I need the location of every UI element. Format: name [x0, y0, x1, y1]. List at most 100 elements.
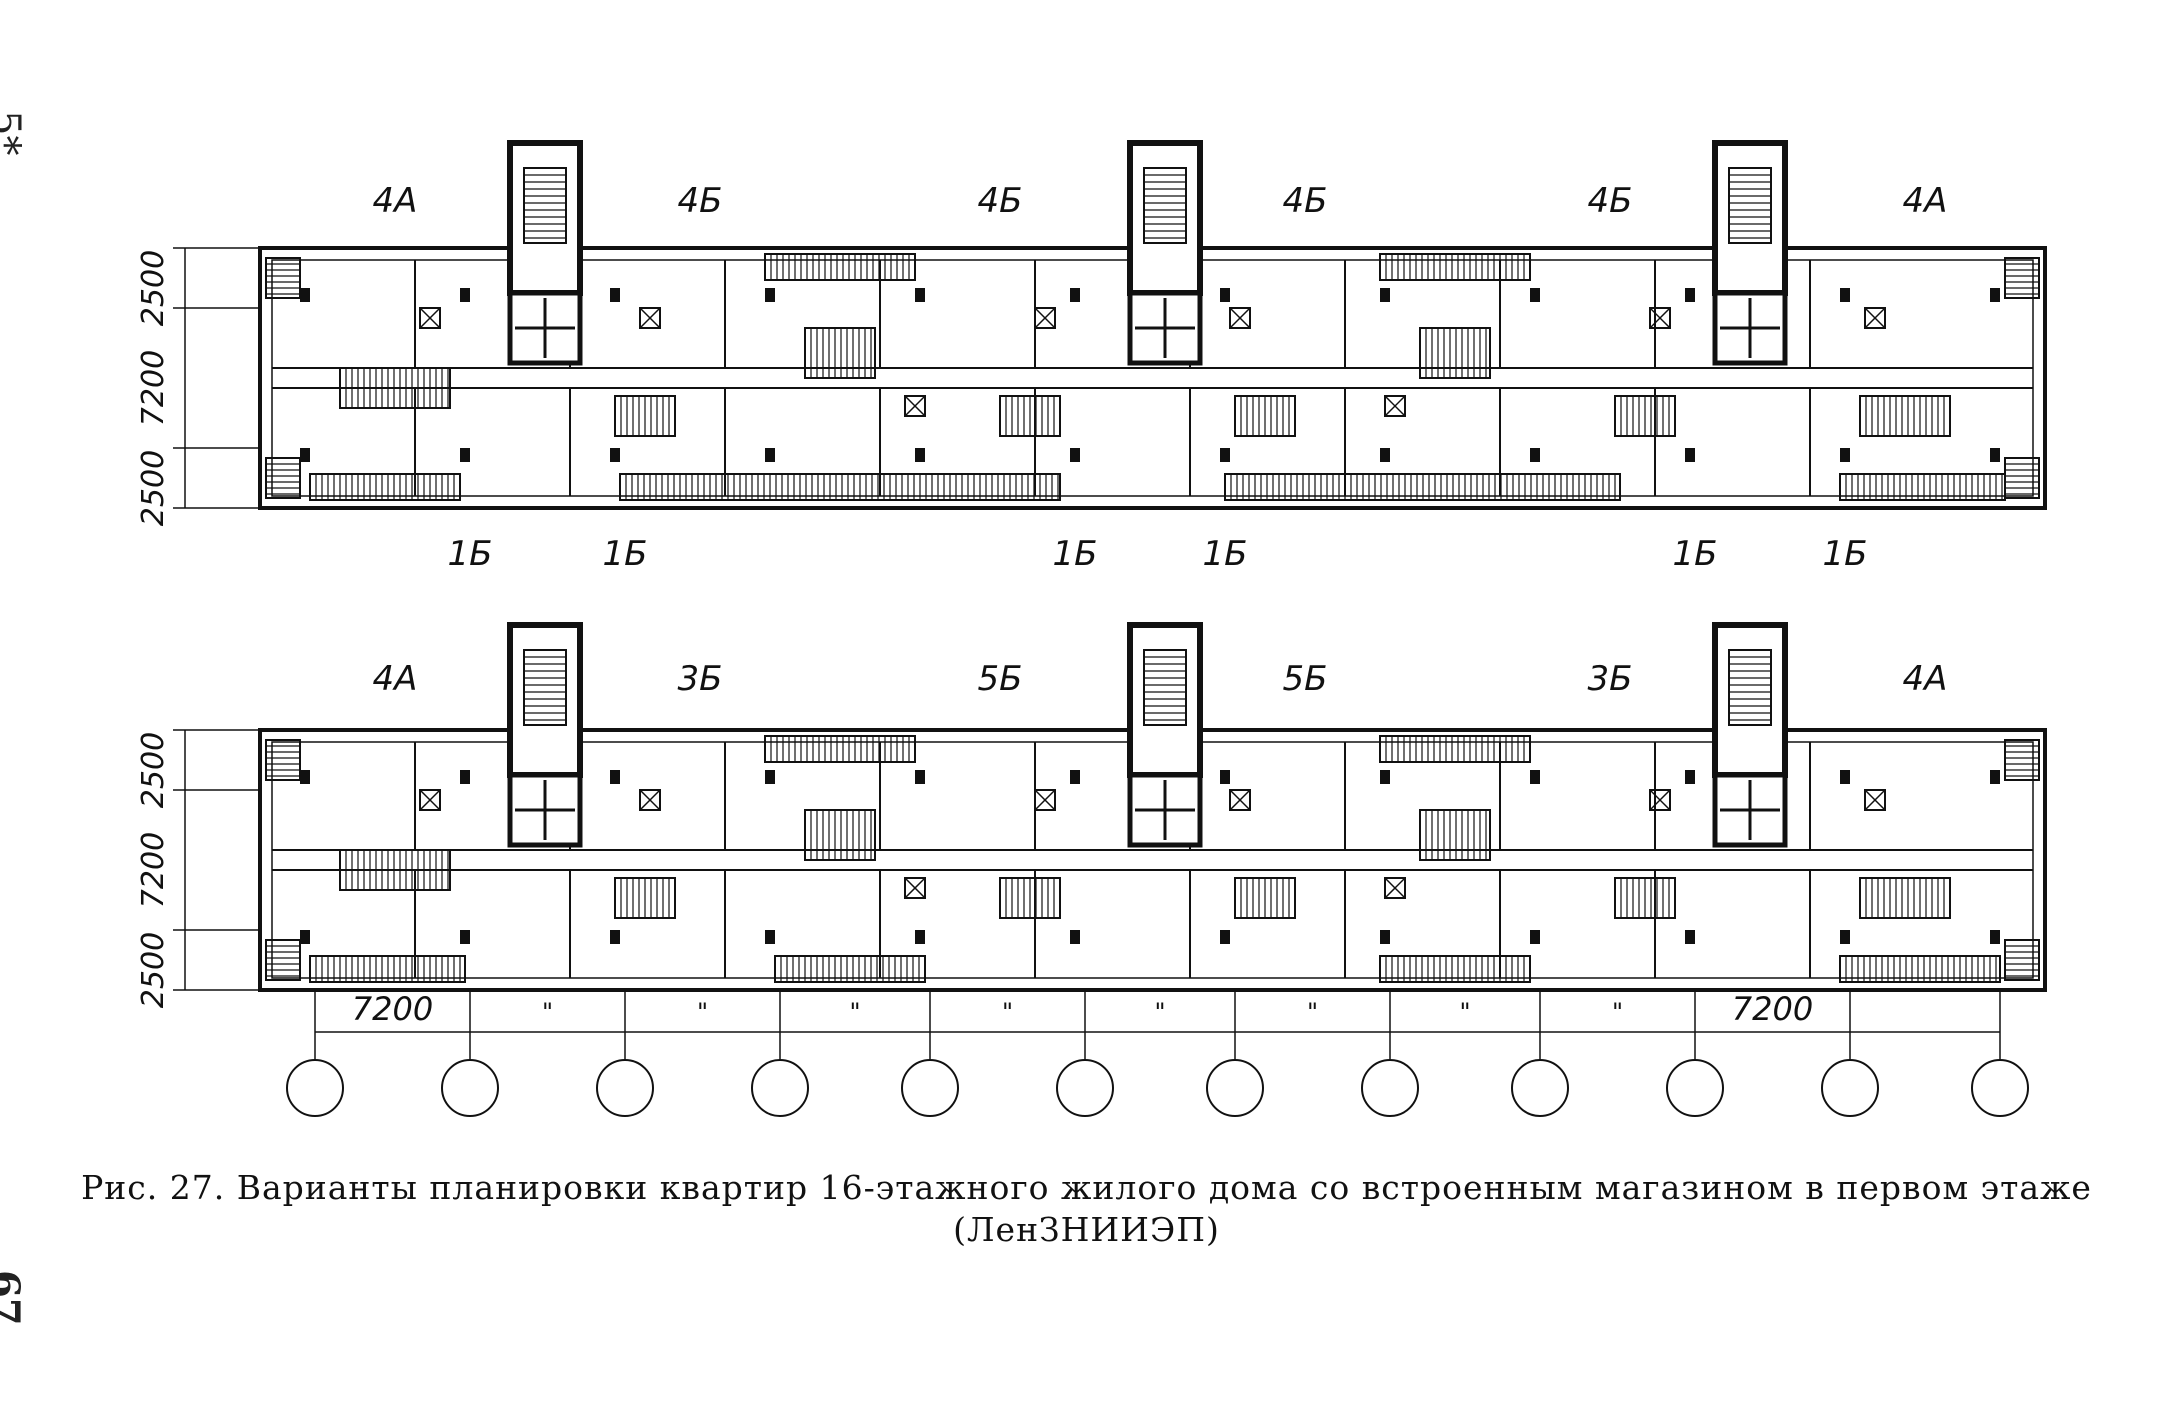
dimension-label: 2500 — [136, 450, 171, 526]
column-mark — [1530, 448, 1540, 462]
stair-core — [1712, 622, 1788, 848]
column-mark — [460, 770, 470, 784]
balcony-end — [265, 739, 301, 781]
apartment-type-label: 1Б — [448, 534, 493, 574]
kitchen-hatch — [1234, 877, 1296, 919]
balcony-bottom — [1379, 955, 1531, 983]
apartment-type-label: 4А — [373, 181, 418, 221]
column-mark — [1990, 770, 2000, 784]
axis-bubble — [1821, 1059, 1879, 1117]
axis-bubble — [286, 1059, 344, 1117]
balcony-bottom — [619, 473, 1061, 501]
apartment-type-label: 1Б — [603, 534, 648, 574]
kitchen-hatch — [339, 849, 451, 891]
column-mark — [300, 448, 310, 462]
apartment-type-label: 4А — [1903, 659, 1948, 699]
balcony-bottom — [309, 955, 466, 983]
apartment-type-label: 5Б — [978, 659, 1023, 699]
column-mark — [765, 930, 775, 944]
column-mark — [1380, 770, 1390, 784]
column-mark — [1840, 930, 1850, 944]
vent-shaft — [1384, 395, 1406, 417]
column-mark — [1530, 288, 1540, 302]
stair-core — [1127, 140, 1203, 366]
column-mark — [460, 448, 470, 462]
column-mark — [300, 288, 310, 302]
apartment-type-label: 4А — [373, 659, 418, 699]
column-mark — [1070, 288, 1080, 302]
kitchen-hatch — [804, 809, 876, 861]
apartment-type-label: 3Б — [678, 659, 723, 699]
bay-dimension-label: " — [1459, 998, 1470, 1026]
apartment-type-label: 4Б — [978, 181, 1023, 221]
balcony-end — [2004, 257, 2040, 299]
page-number: 67 — [0, 1270, 28, 1326]
column-mark — [1840, 288, 1850, 302]
balcony-top — [764, 253, 916, 281]
column-mark — [1685, 448, 1695, 462]
vent-shaft — [1864, 307, 1886, 329]
column-mark — [460, 288, 470, 302]
stair-core — [507, 622, 583, 848]
axis-bubble — [1206, 1059, 1264, 1117]
vent-shaft — [419, 789, 441, 811]
bay-dimension-label: " — [1307, 998, 1318, 1026]
apartment-type-label: 4Б — [1283, 181, 1328, 221]
vent-shaft — [1649, 307, 1671, 329]
bay-dimension-label: " — [1612, 998, 1623, 1026]
kitchen-hatch — [1419, 809, 1491, 861]
stair-flight — [1728, 649, 1772, 726]
column-mark — [1070, 930, 1080, 944]
stair-flight — [1143, 167, 1187, 244]
vent-shaft — [1034, 307, 1056, 329]
vent-shaft — [1649, 789, 1671, 811]
bay-dimension-label: 7200 — [1732, 990, 1813, 1028]
column-mark — [765, 770, 775, 784]
stair-core — [507, 140, 583, 366]
vent-shaft — [639, 307, 661, 329]
axis-bubble — [901, 1059, 959, 1117]
column-mark — [1220, 448, 1230, 462]
column-mark — [300, 930, 310, 944]
balcony-top — [764, 735, 916, 763]
kitchen-hatch — [614, 395, 676, 437]
apartment-type-label: 3Б — [1588, 659, 1633, 699]
column-mark — [1380, 288, 1390, 302]
bay-dimension-label: " — [849, 998, 860, 1026]
balcony-end — [265, 939, 301, 981]
column-mark — [460, 930, 470, 944]
stair-flight — [1143, 649, 1187, 726]
column-mark — [1070, 770, 1080, 784]
dimension-label: 7200 — [136, 350, 171, 426]
column-mark — [915, 770, 925, 784]
balcony-end — [265, 257, 301, 299]
dimension-label: 2500 — [136, 250, 171, 326]
balcony-bottom — [1224, 473, 1621, 501]
column-mark — [1990, 930, 2000, 944]
balcony-bottom — [1839, 473, 2006, 501]
apartment-type-label: 1Б — [1823, 534, 1868, 574]
column-mark — [1070, 448, 1080, 462]
column-mark — [915, 930, 925, 944]
column-mark — [1220, 930, 1230, 944]
balcony-top — [1379, 735, 1531, 763]
kitchen-hatch — [1234, 395, 1296, 437]
column-mark — [915, 288, 925, 302]
vent-shaft — [1384, 877, 1406, 899]
apartment-type-label: 1Б — [1203, 534, 1248, 574]
vent-shaft — [639, 789, 661, 811]
kitchen-hatch — [1419, 327, 1491, 379]
axis-grid: 7200""""""""7200 — [286, 990, 2029, 1117]
column-mark — [1840, 448, 1850, 462]
column-mark — [610, 448, 620, 462]
stair-flight — [1728, 167, 1772, 244]
apartment-type-label: 4Б — [678, 181, 723, 221]
stair-flight — [523, 649, 567, 726]
dimension-label: 2500 — [136, 732, 171, 808]
apartment-type-label: 5Б — [1283, 659, 1328, 699]
column-mark — [1380, 448, 1390, 462]
dimension-label: 2500 — [136, 932, 171, 1008]
